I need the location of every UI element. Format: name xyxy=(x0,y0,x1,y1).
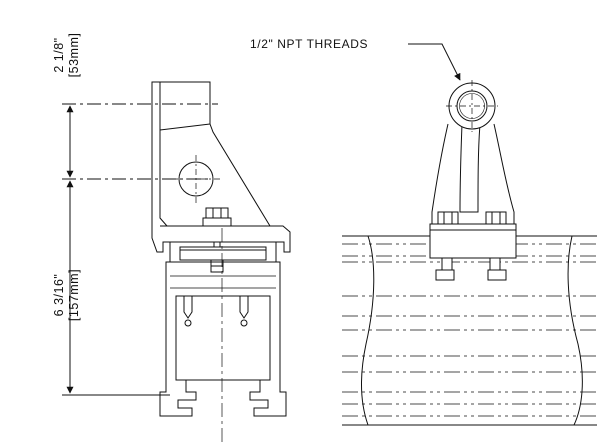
dimension-bottom-imperial: 6 3/16" xyxy=(52,274,66,317)
rail-inner-cavity xyxy=(175,295,271,381)
pipe-break-right xyxy=(567,235,597,426)
front-view xyxy=(342,43,597,426)
side-view xyxy=(151,81,291,445)
bracket-inner-edge xyxy=(159,82,168,227)
clamp-block xyxy=(179,246,267,261)
rail-tab-bead-right xyxy=(240,319,248,327)
pipe-break-left xyxy=(342,235,375,426)
rail-channel-lines xyxy=(170,275,276,289)
front-arm-outline xyxy=(431,123,515,225)
rail-profile-left xyxy=(159,242,197,417)
rail-tab-right xyxy=(239,296,249,319)
pipe-hidden-lines xyxy=(342,243,597,417)
bracket-outline xyxy=(151,81,291,253)
bracket-web-line xyxy=(159,123,211,131)
front-bolt-right xyxy=(485,211,507,225)
bolt-head xyxy=(205,207,229,219)
rail-tab-bead-left xyxy=(184,319,192,327)
front-stud-left xyxy=(441,257,453,271)
front-stud-right xyxy=(489,257,501,271)
dimension-top-label: 2 1/8" [53mm] xyxy=(52,33,81,78)
dimension-bottom-metric: [157mm] xyxy=(67,269,81,321)
callout-leader xyxy=(408,43,461,81)
front-arm-slot xyxy=(459,123,481,213)
rail-tab-left xyxy=(183,296,193,319)
callout-label: 1/2" NPT THREADS xyxy=(250,37,368,51)
rail-profile-right xyxy=(249,242,287,417)
front-clamp-body xyxy=(429,223,517,259)
dimension-bottom-label: 6 3/16" [157mm] xyxy=(52,269,81,321)
front-nut-right xyxy=(487,269,507,281)
mounting-hole xyxy=(178,161,214,197)
bolt-washer xyxy=(202,217,232,227)
dimension-top-metric: [53mm] xyxy=(67,33,81,78)
front-bolt-left xyxy=(437,211,459,225)
front-nut-left xyxy=(435,269,455,281)
dimension-top-imperial: 2 1/8" xyxy=(52,37,66,72)
